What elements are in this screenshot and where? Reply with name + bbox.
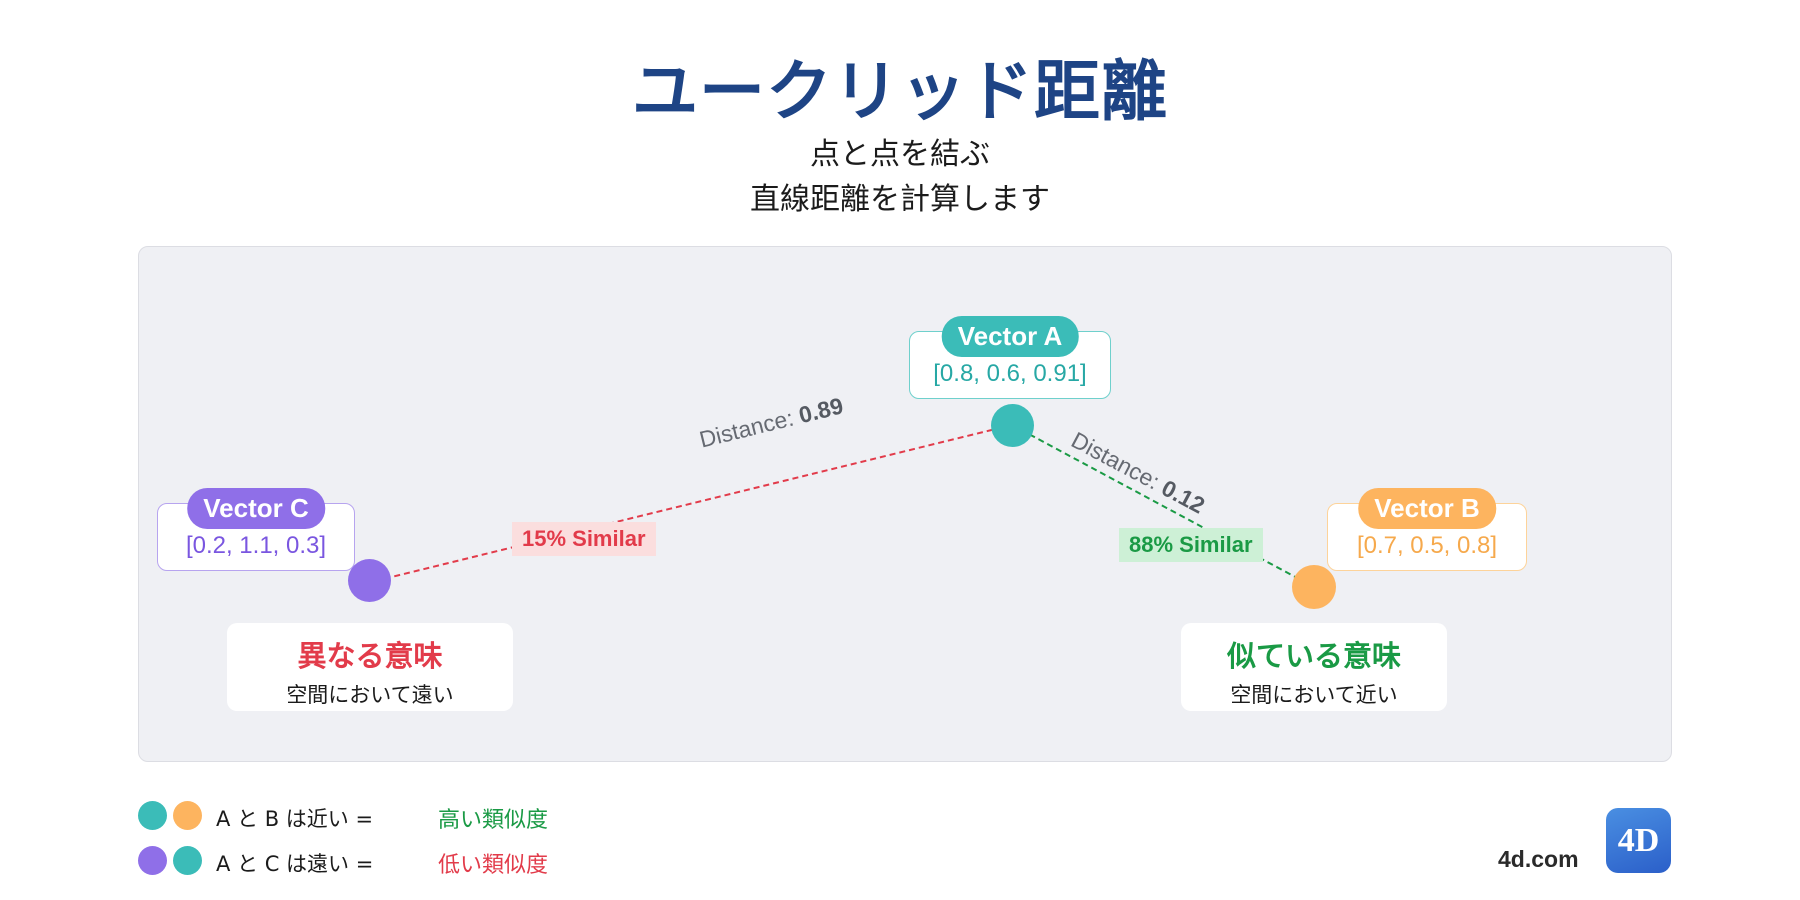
vector-b-point [1292,565,1336,609]
similar-meaning-title: 似ている意味 [1226,639,1401,673]
legend-a-dot-2 [173,846,202,875]
diagram-panel: Vector A [0.8, 0.6, 0.91] Vector C [0.2,… [138,246,1672,762]
different-meaning-card: 異なる意味 空間において遠い [227,623,513,711]
vector-c-name: Vector C [187,488,325,529]
legend-ac-text: A と C は遠い = [216,852,374,876]
legend-a-dot [138,801,167,830]
legend-c-dot [138,846,167,875]
subtitle-line-2: 直線距離を計算します [750,182,1050,217]
vector-c-value: [0.2, 1.1, 0.3] [185,532,327,559]
vector-b-value: [0.7, 0.5, 0.8] [1356,532,1498,559]
similar-meaning-card: 似ている意味 空間において近い [1181,623,1447,711]
page-subtitle: 点と点を結ぶ 直線距離を計算します [0,132,1800,222]
vector-a-value: [0.8, 0.6, 0.91] [933,360,1087,387]
vector-b-name: Vector B [1358,488,1496,529]
legend-ab-text: A と B は近い = [216,807,374,831]
4d-logo: 4D [1606,808,1671,873]
different-meaning-title: 異なる意味 [297,639,443,673]
similarity-a-c-badge: 15% Similar [512,522,656,556]
line-a-b [1011,424,1315,588]
similar-meaning-sub: 空間において近い [1230,683,1398,707]
page-title: ユークリッド距離 [632,53,1168,130]
legend-row-ac: A と C は遠い = 低い類似度 [138,846,598,878]
different-meaning-sub: 空間において遠い [286,683,454,707]
vector-a-card: Vector A [0.8, 0.6, 0.91] [909,316,1111,399]
legend-b-dot [173,801,202,830]
vector-a-name: Vector A [941,316,1079,357]
vector-a-point [991,404,1034,447]
vector-b-card: Vector B [0.7, 0.5, 0.8] [1327,488,1527,571]
subtitle-line-1: 点と点を結ぶ [810,137,990,172]
legend-ac-result: 低い類似度 [438,853,549,878]
vector-c-card: Vector C [0.2, 1.1, 0.3] [157,488,355,571]
similarity-a-b-badge: 88% Similar [1119,528,1263,562]
legend-ab-result: 高い類似度 [438,808,549,833]
connection-lines [370,424,1315,588]
brand-site-link[interactable]: 4d.com [1498,846,1579,872]
line-a-c [370,424,1013,583]
vector-c-point [348,559,391,602]
legend-row-ab: A と B は近い = 高い類似度 [138,801,598,833]
